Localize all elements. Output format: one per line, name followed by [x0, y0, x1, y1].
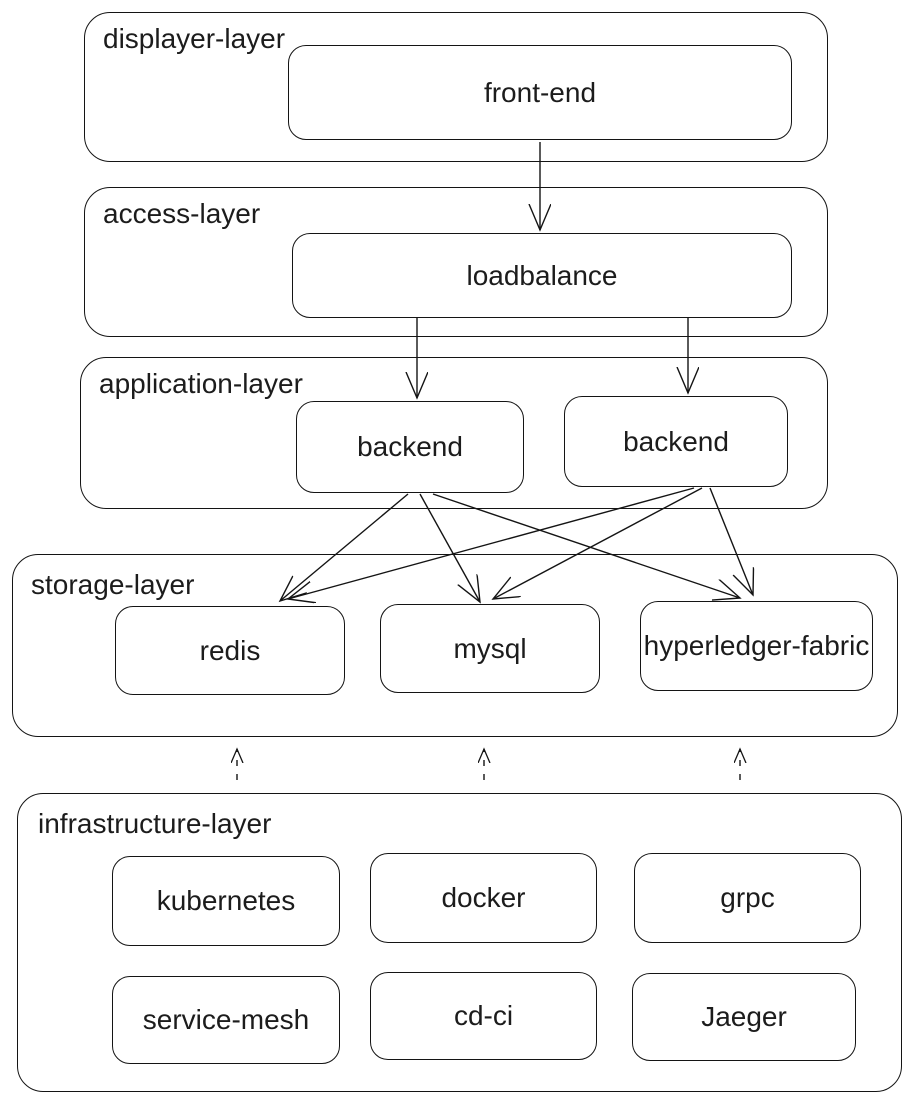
layer-infrastructure-label: infrastructure-layer	[38, 808, 272, 839]
node-kubernetes: kubernetes	[112, 856, 340, 946]
node-loadbalance-label: loadbalance	[466, 259, 618, 291]
node-service-mesh-label: service-mesh	[142, 1004, 310, 1035]
node-cd-ci-label: cd-ci	[453, 1000, 514, 1031]
node-backend-1-label: backend	[357, 431, 463, 462]
node-backend-1: backend	[296, 401, 524, 493]
node-kubernetes-label: kubernetes	[156, 885, 296, 916]
node-front-end-label: front-end	[483, 76, 597, 108]
node-jaeger: Jaeger	[632, 973, 856, 1061]
layer-storage-label: storage-layer	[31, 569, 195, 600]
node-grpc: grpc	[634, 853, 861, 943]
node-hyperledger-fabric: hyperledger-fabric	[640, 601, 873, 691]
layer-access-label: access-layer	[103, 198, 261, 229]
node-hyperledger-fabric-label: hyperledger-fabric	[643, 630, 870, 661]
node-backend-2: backend	[564, 396, 788, 487]
node-mysql-label: mysql	[453, 632, 527, 664]
node-front-end: front-end	[288, 45, 792, 140]
node-service-mesh: service-mesh	[112, 976, 340, 1064]
layer-displayer-label: displayer-layer	[103, 23, 286, 54]
node-redis: redis	[115, 606, 345, 695]
node-grpc-label: grpc	[720, 882, 775, 913]
node-docker-label: docker	[441, 882, 526, 913]
node-mysql: mysql	[380, 604, 600, 693]
node-redis-label: redis	[199, 634, 261, 666]
node-cd-ci: cd-ci	[370, 972, 597, 1060]
node-docker: docker	[370, 853, 597, 943]
node-backend-2-label: backend	[623, 425, 729, 457]
layer-application-label: application-layer	[99, 368, 303, 399]
node-jaeger-label: Jaeger	[701, 1001, 787, 1032]
node-loadbalance: loadbalance	[292, 233, 792, 318]
